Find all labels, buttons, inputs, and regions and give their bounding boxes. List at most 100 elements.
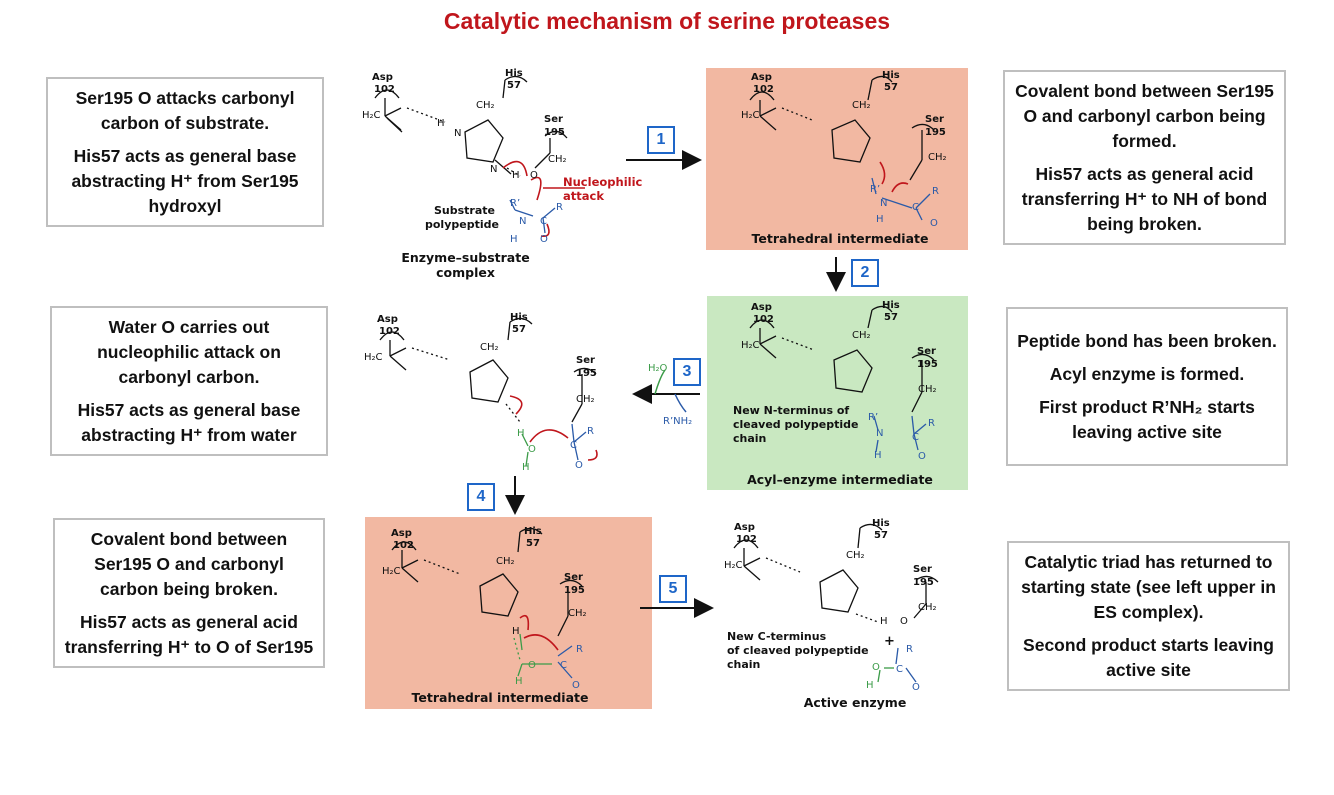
- label-ser-number: 195: [925, 127, 946, 138]
- label-r: R: [928, 418, 935, 429]
- label-c: C: [896, 664, 903, 675]
- label-o: O: [918, 451, 926, 462]
- label-ser-ch2: CH₂: [568, 608, 587, 619]
- label-o: O: [930, 218, 938, 229]
- label-ser-number: 195: [576, 368, 597, 379]
- label-c: C: [540, 216, 547, 227]
- label-r-prime: R’: [870, 184, 881, 195]
- label-r-prime: R’: [868, 412, 879, 423]
- label-ch2: CH₂: [480, 342, 499, 353]
- label-water-o: O: [528, 444, 536, 455]
- structure-bonds: [749, 75, 935, 221]
- label-asp: Asp: [372, 72, 393, 83]
- box-text: His57 acts as general acid transferring …: [64, 611, 314, 657]
- label-r: R: [932, 186, 939, 197]
- label-o: O: [912, 682, 920, 693]
- label-asp-number: 102: [753, 314, 774, 325]
- label-product-h: H: [866, 680, 874, 691]
- label-n: N: [876, 428, 884, 439]
- label-asp: Asp: [734, 522, 755, 533]
- label-his-n1: N: [454, 128, 462, 139]
- label-ch2: CH₂: [852, 330, 871, 341]
- step-number-2: 2: [851, 259, 879, 287]
- page-title: Catalytic mechanism of serine proteases: [443, 8, 891, 34]
- label-c: C: [912, 432, 919, 443]
- label-his-number: 57: [507, 80, 521, 91]
- label-substrate: Substrate: [434, 204, 495, 217]
- label-h2c: H₂C: [362, 110, 381, 121]
- label-ser-ch2: CH₂: [918, 602, 937, 613]
- label-asp: Asp: [751, 302, 772, 313]
- box-text: His57 acts as general base abstracting H…: [71, 145, 299, 216]
- label-n: N: [880, 198, 888, 209]
- label-ser-number: 195: [544, 127, 565, 138]
- label-ser: Ser: [917, 346, 936, 357]
- caption-enzyme-substrate-complex: Enzyme–substrate complex: [401, 250, 530, 280]
- label-h2c: H₂C: [741, 340, 760, 351]
- label-ser-ch2: CH₂: [548, 154, 567, 165]
- label-product-o: O: [872, 662, 880, 673]
- label-water-h2: H: [522, 462, 530, 473]
- caption-acyl-enzyme-intermediate: Acyl–enzyme intermediate: [747, 472, 933, 487]
- step-number-4: 4: [467, 483, 495, 511]
- label-o: O: [540, 234, 548, 245]
- label-h2c: H₂C: [741, 110, 760, 121]
- label-ser: Ser: [925, 114, 944, 125]
- step-number-3: 3: [673, 358, 701, 386]
- label-r: R: [556, 202, 563, 213]
- description-box-water-attack: Water O carries out nucleophilic attack …: [50, 306, 328, 456]
- caption-active-enzyme: Active enzyme: [803, 695, 907, 710]
- label-o: O: [572, 680, 580, 691]
- label-h: H: [510, 234, 518, 245]
- box-text: Covalent bond between Ser195 O and carbo…: [1015, 80, 1274, 151]
- label-r: R: [906, 644, 913, 655]
- description-box-active-enzyme: Catalytic triad has returned to starting…: [1007, 541, 1290, 691]
- label-new-c-terminus-1: New C-terminus: [727, 630, 827, 643]
- label-asp-number: 102: [393, 540, 414, 551]
- structure-bonds: [391, 527, 583, 679]
- label-his-h: H: [437, 118, 445, 129]
- label-ser-h: H: [880, 616, 888, 627]
- step-number-1: 1: [647, 126, 675, 154]
- label-asp-number: 102: [736, 534, 757, 545]
- label-c: C: [560, 660, 567, 671]
- label-plus: +: [884, 634, 895, 649]
- label-h2c: H₂C: [364, 352, 383, 363]
- label-ser: Ser: [913, 564, 932, 575]
- box-text: His57 acts as general base abstracting H…: [77, 399, 301, 445]
- step-number-5: 5: [659, 575, 687, 603]
- label-water-h: H: [517, 428, 525, 439]
- label-ser-number: 195: [564, 585, 585, 596]
- label-new-c-terminus-2: of cleaved polypeptide: [727, 644, 869, 657]
- label-h: H: [874, 450, 882, 461]
- box-text: Water O carries out nucleophilic attack …: [97, 316, 281, 387]
- label-ser-o: O: [530, 170, 538, 181]
- label-new-n-terminus-3: chain: [733, 432, 767, 445]
- caption-tetrahedral-intermediate-2: Tetrahedral intermediate: [411, 690, 589, 705]
- label-ser-ch2: CH₂: [576, 394, 595, 405]
- label-his-number: 57: [874, 530, 888, 541]
- label-asp: Asp: [377, 314, 398, 325]
- box-text: Covalent bond between Ser195 O and carbo…: [90, 528, 288, 599]
- label-asp-number: 102: [374, 84, 395, 95]
- label-his-number: 57: [512, 324, 526, 335]
- label-ser-h: H: [512, 170, 520, 181]
- label-new-n-terminus-2: cleaved polypeptide: [733, 418, 859, 431]
- label-asp: Asp: [391, 528, 412, 539]
- box-text: Acyl enzyme is formed.: [1049, 363, 1245, 384]
- label-ser: Ser: [544, 114, 563, 125]
- structure-bonds: [749, 305, 935, 453]
- label-ser-ch2: CH₂: [928, 152, 947, 163]
- label-his: His: [510, 312, 528, 323]
- tetrahedral-intermediate-panel-2: [365, 517, 652, 709]
- label-his: His: [505, 68, 523, 79]
- description-box-step1: Ser195 O attacks carbonyl carbon of subs…: [46, 77, 324, 227]
- description-box-acyl-enzyme: Peptide bond has been broken. Acyl enzym…: [1006, 307, 1288, 466]
- label-his: His: [882, 70, 900, 81]
- label-his-h: H: [512, 626, 520, 637]
- caption-tetrahedral-intermediate-1: Tetrahedral intermediate: [751, 231, 929, 246]
- structure-bonds: [379, 317, 598, 467]
- label-his: His: [524, 526, 542, 537]
- label-water-o: O: [528, 660, 536, 671]
